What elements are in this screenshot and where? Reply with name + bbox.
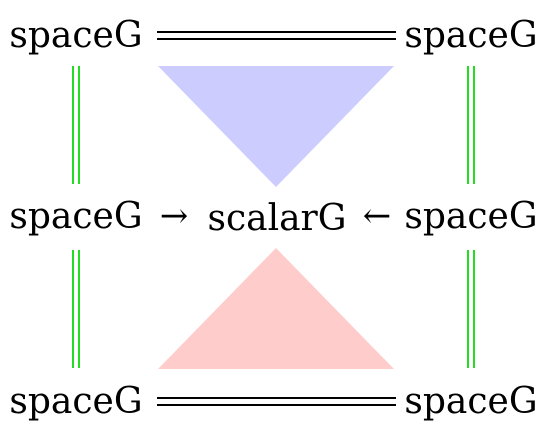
node-top-right: spaceG [404,15,537,56]
bottom-equality [157,397,396,406]
top-2-cell-triangle [158,66,394,187]
right-upper-equality [467,66,475,184]
arrow-right-to-center: ← [363,196,392,236]
node-mid-left: spaceG [9,196,142,237]
node-top-left: spaceG [9,15,142,56]
node-bottom-right: spaceG [404,381,537,422]
node-mid-right: spaceG [404,196,537,237]
left-upper-equality [72,66,80,184]
left-lower-equality [72,250,80,368]
right-lower-equality [467,250,475,368]
node-mid-center: scalarG [207,198,346,239]
top-equality [157,31,396,40]
node-bottom-left: spaceG [9,381,142,422]
bottom-2-cell-triangle [158,248,394,369]
arrow-left-to-center: → [160,196,189,236]
